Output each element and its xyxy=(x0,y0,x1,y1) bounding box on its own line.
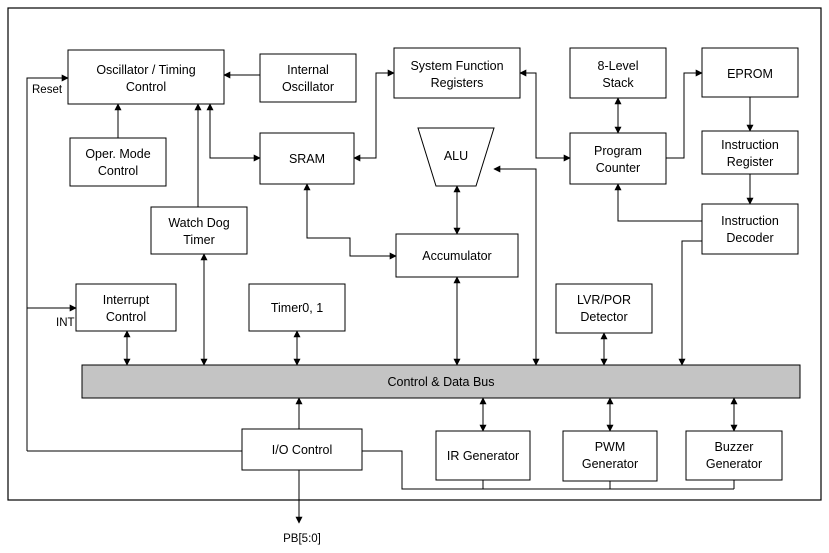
svg-text:Accumulator: Accumulator xyxy=(422,249,491,263)
decoder-pc-line xyxy=(614,183,702,222)
svg-text:Control & Data Bus: Control & Data Bus xyxy=(388,375,495,389)
ir-line1: Instruction xyxy=(721,138,779,152)
block-pwm-generator: PWM Generator xyxy=(562,430,658,482)
accumulator-label: Accumulator xyxy=(422,249,491,263)
buzzer-line2: Generator xyxy=(706,457,762,471)
timer-label: Timer0, 1 xyxy=(271,301,323,315)
svg-text:ALU: ALU xyxy=(444,149,468,163)
stack-line1: 8-Level xyxy=(598,59,639,73)
block-lvr-por-detector: LVR/POR Detector xyxy=(555,283,653,334)
buzzer-line1: Buzzer xyxy=(715,440,754,454)
block-accumulator: Accumulator xyxy=(395,233,519,278)
stack-line2: Stack xyxy=(602,76,634,90)
lvr-line1: LVR/POR xyxy=(577,293,631,307)
pb-label: PB[5:0] xyxy=(283,533,321,545)
svg-text:Timer0, 1: Timer0, 1 xyxy=(271,301,323,315)
oper-mode-line2: Control xyxy=(98,164,138,178)
control-data-bus: Control & Data Bus xyxy=(81,364,801,399)
osc-sram-line xyxy=(206,103,261,162)
sram-acc-line xyxy=(303,183,397,260)
internal-osc-line1: Internal xyxy=(287,63,329,77)
osc-timing-line2: Control xyxy=(126,80,166,94)
decoder-line2: Decoder xyxy=(726,231,773,245)
block-io-control: I/O Control xyxy=(241,428,363,471)
decoder-line1: Instruction xyxy=(721,214,779,228)
oper-mode-line1: Oper. Mode xyxy=(85,147,150,161)
pc-line2: Counter xyxy=(596,161,640,175)
svg-text:I/O Control: I/O Control xyxy=(272,443,332,457)
sfr-line1: System Function xyxy=(410,59,503,73)
sram-sfr-line xyxy=(353,69,395,162)
block-eprom: EPROM xyxy=(701,47,799,98)
svg-text:IR Generator: IR Generator xyxy=(447,449,519,463)
sfr-pc-line xyxy=(519,69,571,162)
pwm-line2: Generator xyxy=(582,457,638,471)
reset-line xyxy=(26,74,69,451)
io-control-label: I/O Control xyxy=(272,443,332,457)
block-timer: Timer0, 1 xyxy=(248,283,346,332)
lvr-line2: Detector xyxy=(580,310,627,324)
block-alu: ALU xyxy=(417,127,495,187)
osc-timing-line1: Oscillator / Timing xyxy=(96,63,195,77)
pc-eprom-line xyxy=(666,69,703,159)
int-label: INT xyxy=(56,317,75,329)
generators-io-line xyxy=(362,450,734,490)
ir-gen-label: IR Generator xyxy=(447,449,519,463)
ir-line2: Register xyxy=(727,155,774,169)
svg-text:EPROM: EPROM xyxy=(727,67,773,81)
reset-label: Reset xyxy=(32,84,63,96)
pwm-line1: PWM xyxy=(595,440,626,454)
alu-bus-line xyxy=(493,165,540,366)
interrupt-line2: Control xyxy=(106,310,146,324)
pc-line1: Program xyxy=(594,144,642,158)
internal-osc-line2: Oscillator xyxy=(282,80,334,94)
decoder-bus-line xyxy=(678,240,702,366)
sram-label: SRAM xyxy=(289,152,325,166)
block-sram: SRAM xyxy=(259,132,355,185)
wdt-line1: Watch Dog xyxy=(168,216,229,230)
sfr-line2: Registers xyxy=(431,76,484,90)
wdt-line2: Timer xyxy=(183,233,214,247)
alu-label: ALU xyxy=(444,149,468,163)
svg-text:SRAM: SRAM xyxy=(289,152,325,166)
connections xyxy=(26,69,754,524)
interrupt-line1: Interrupt xyxy=(103,293,150,307)
block-ir-generator: IR Generator xyxy=(435,430,531,481)
eprom-label: EPROM xyxy=(727,67,773,81)
bus-label: Control & Data Bus xyxy=(388,375,495,389)
